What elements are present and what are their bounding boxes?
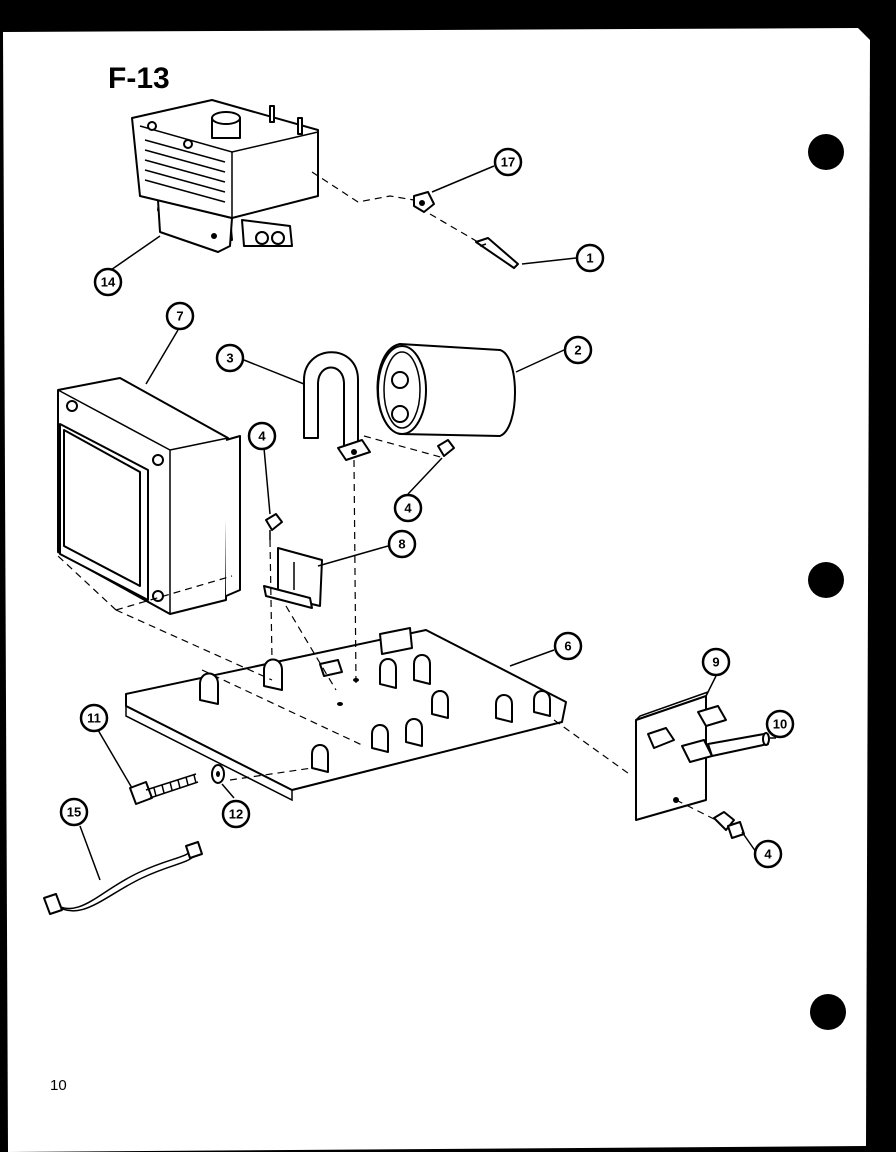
callout-2: 2 [563, 335, 593, 365]
callout-4-fuse-holder: 4 [753, 839, 783, 869]
capacitor-strap-part [303, 351, 371, 461]
callout-label: 6 [564, 639, 571, 654]
paper-sheet [3, 28, 870, 1152]
callout-label: 3 [226, 351, 233, 366]
callout-11: 11 [79, 703, 109, 733]
transformer-part [57, 377, 241, 615]
callout-label: 2 [574, 343, 581, 358]
callout-15: 15 [59, 797, 89, 827]
callout-label: 1 [586, 251, 593, 266]
diagram-title: F-13 [108, 62, 170, 95]
callout-8: 8 [387, 529, 417, 559]
callout-label: 15 [67, 805, 81, 820]
diode-block-part [263, 547, 323, 609]
callout-17: 17 [493, 147, 523, 177]
page-number: 10 [50, 1077, 67, 1094]
callout-label: 11 [87, 711, 101, 726]
callout-10: 10 [765, 709, 795, 739]
callout-label: 7 [176, 309, 183, 324]
binder-hole-bottom [810, 994, 846, 1030]
screw-part-fuse-holder [713, 811, 745, 839]
capacitor-part [376, 343, 516, 437]
callout-1: 1 [575, 243, 605, 273]
callout-3: 3 [215, 343, 245, 373]
base-plate-part [125, 627, 567, 802]
screw-part-capacitor [437, 439, 455, 457]
callout-4-upper: 4 [247, 421, 277, 451]
wire-lead-part [43, 841, 203, 915]
binder-hole-middle [808, 562, 844, 598]
fuse-holder-part [635, 690, 727, 821]
clip-part [413, 191, 435, 213]
washer-part [211, 764, 225, 784]
callout-label: 4 [764, 847, 772, 862]
callout-7: 7 [165, 301, 195, 331]
callout-4-capacitor: 4 [393, 493, 423, 523]
callout-6: 6 [553, 631, 583, 661]
callout-label: 4 [258, 429, 266, 444]
screw-part-upper [265, 513, 283, 540]
binder-hole-top [808, 134, 844, 170]
mounting-screw-part [129, 773, 199, 805]
magnetron-part [131, 99, 319, 253]
callout-label: 4 [404, 501, 412, 516]
callout-label: 8 [398, 537, 405, 552]
callout-14: 14 [93, 267, 123, 297]
callout-label: 17 [501, 155, 515, 170]
fuse-part [707, 732, 770, 757]
callout-label: 14 [101, 275, 116, 290]
callout-12: 12 [221, 799, 251, 829]
thermal-protector-part [475, 237, 519, 269]
callout-label: 12 [229, 807, 243, 822]
callout-label: 10 [773, 717, 787, 732]
callout-label: 9 [712, 655, 719, 670]
callout-9: 9 [701, 647, 731, 677]
